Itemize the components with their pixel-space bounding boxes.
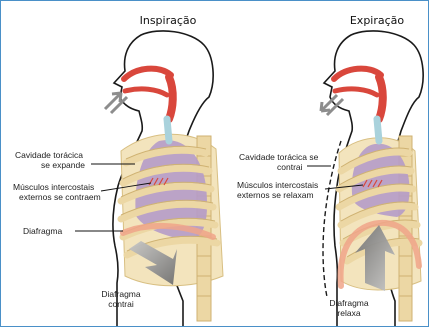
label-intercostal-contract-line2: externos se contraem [19, 192, 101, 202]
label-cavity-contracts-line1: Cavidade torácica se [239, 152, 319, 162]
label-diaphragm-contracts-line2: contrai [108, 299, 134, 309]
expiration-title: Expiração [350, 14, 405, 27]
label-cavity-expands-line1: Cavidade torácica [15, 150, 83, 160]
airway-inspiration [124, 69, 173, 141]
label-intercostal-contract-line1: Músculos intercostais [13, 182, 94, 192]
label-diaphragm-relaxes-line1: Diafragma [329, 298, 368, 308]
label-diaphragm-relaxes-line2: relaxa [337, 308, 360, 318]
inspiration-panel: Inspiração [13, 14, 223, 326]
label-diaphragm-contracts-line1: Diafragma [101, 289, 140, 299]
label-diaphragm: Diafragma [23, 226, 62, 236]
expiration-panel: Expiração [237, 14, 423, 326]
label-intercostal-relax-line2: externos se relaxam [237, 190, 314, 200]
inspiration-title: Inspiração [140, 14, 197, 27]
airway-expiration [334, 69, 383, 141]
air-out-arrow-icon [321, 95, 343, 115]
label-cavity-contracts-line2: contrai [277, 162, 303, 172]
label-cavity-expands-line2: se expande [41, 160, 85, 170]
label-intercostal-relax-line1: Músculos intercostais [237, 180, 318, 190]
